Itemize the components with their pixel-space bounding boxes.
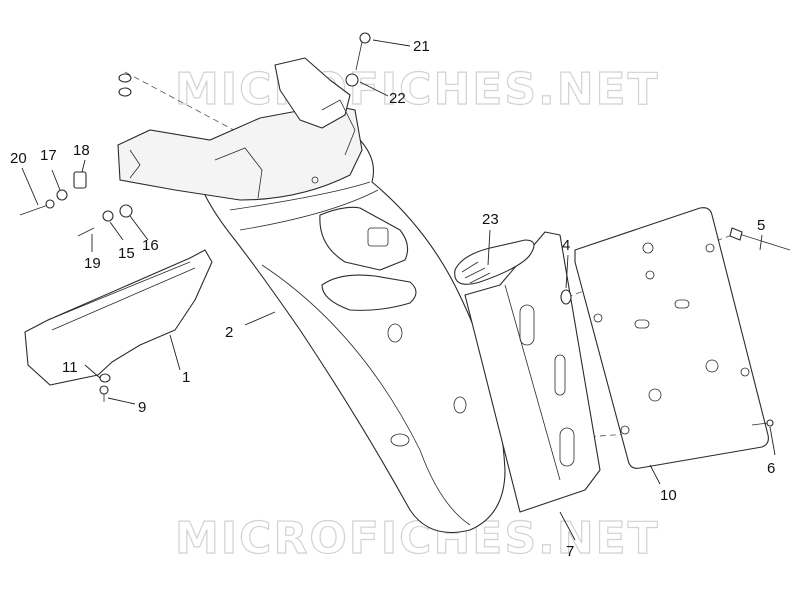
license-plate bbox=[574, 207, 769, 469]
callout-10: 10 bbox=[660, 487, 677, 504]
reflector bbox=[454, 239, 535, 285]
side-cover-part bbox=[24, 249, 213, 386]
callout-20: 20 bbox=[10, 150, 27, 167]
callout-7: 7 bbox=[566, 543, 574, 560]
tail-light-housing bbox=[319, 206, 417, 311]
callout-21: 21 bbox=[413, 38, 430, 55]
hardware-parts bbox=[19, 32, 791, 427]
callout-2: 2 bbox=[225, 324, 233, 341]
callout-17: 17 bbox=[40, 147, 57, 164]
callout-11: 11 bbox=[62, 359, 78, 376]
callout-6: 6 bbox=[767, 460, 775, 477]
callout-23: 23 bbox=[482, 211, 499, 228]
callout-1: 1 bbox=[182, 369, 190, 386]
callout-4: 4 bbox=[562, 237, 570, 254]
callout-19: 19 bbox=[84, 255, 101, 272]
callout-9: 9 bbox=[138, 399, 146, 416]
callout-labels: 21 22 18 17 20 19 15 16 2 1 11 9 23 4 5 … bbox=[10, 38, 775, 560]
callout-18: 18 bbox=[73, 142, 90, 159]
leader-lines bbox=[21, 39, 776, 541]
callout-16: 16 bbox=[142, 237, 159, 254]
rear-mudguard bbox=[204, 134, 506, 534]
watermark-bottom: MICROFICHES.NET bbox=[175, 513, 660, 564]
callout-22: 22 bbox=[389, 90, 406, 107]
callout-15: 15 bbox=[118, 245, 135, 262]
callout-5: 5 bbox=[757, 217, 765, 234]
watermark-top: MICROFICHES.NET bbox=[175, 64, 660, 115]
mudguard-upper-bracket bbox=[117, 57, 363, 201]
